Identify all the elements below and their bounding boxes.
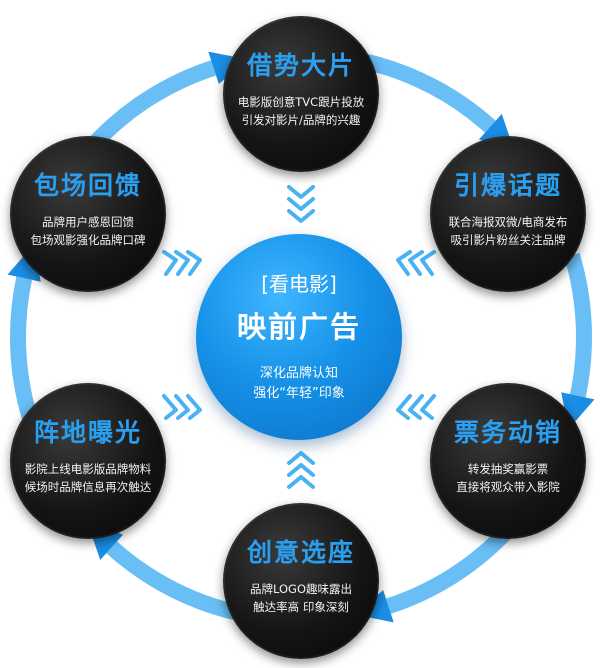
node-title: 借势大片 [246, 51, 355, 80]
node-line-2: 包场观影强化品牌口碑 [30, 233, 146, 247]
node-line-1: 品牌LOGO趣味露出 [249, 582, 352, 596]
node-line-1: 品牌用户感恩回馈 [42, 215, 134, 229]
ring-arrow-body [564, 252, 592, 398]
ring-arrow-body [363, 53, 496, 133]
chevron-left-icon [396, 394, 436, 420]
node-line-2: 引发对影片/品牌的兴趣 [241, 113, 361, 127]
chevron-right-icon [162, 250, 202, 276]
node-title: 包场回馈 [33, 171, 142, 200]
chevron-left-icon [396, 250, 436, 276]
ring-arrow-body [106, 541, 239, 621]
node-title: 票务动销 [453, 418, 562, 447]
node-line-2: 吸引影片粉丝关注品牌 [450, 233, 566, 247]
node-lower-right: 票务动销 转发抽奖赢影票 直接将观众带入影院 [430, 383, 586, 539]
chevron-right-icon [162, 394, 202, 420]
ring-arrow-body [88, 60, 217, 149]
node-line-1: 电影版创意TVC跟片投放 [237, 95, 365, 109]
ring-arrow-body [385, 525, 514, 614]
center-line-1: 深化品牌认知 [259, 366, 338, 381]
node-title: 引爆话题 [453, 171, 562, 200]
node-line-1: 转发抽奖赢影票 [467, 462, 549, 476]
node-line-2: 候场时品牌信息再次触达 [24, 480, 152, 494]
node-line-2: 直接将观众带入影院 [456, 480, 560, 494]
node-upper-right: 引爆话题 联合海报双微/电商发布 吸引影片粉丝关注品牌 [430, 136, 586, 292]
node-line-1: 影院上线电影版品牌物料 [24, 462, 152, 476]
node-title: 创意选座 [246, 538, 355, 567]
node-lower-left: 阵地曝光 影院上线电影版品牌物料 候场时品牌信息再次触达 [10, 383, 166, 539]
node-title: 阵地曝光 [33, 418, 142, 447]
ring-arrow-body [10, 276, 38, 422]
center-line-2: 强化“年轻”印象 [253, 386, 345, 401]
node-bottom: 创意选座 品牌LOGO趣味露出 触达率高 印象深刻 [223, 503, 379, 659]
chevron-up-icon [287, 451, 315, 489]
node-line-2: 触达率高 印象深刻 [253, 600, 349, 614]
node-line-1: 联合海报双微/电商发布 [448, 215, 568, 229]
node-top: 借势大片 电影版创意TVC跟片投放 引发对影片/品牌的兴趣 [223, 16, 379, 172]
center-circle: [看电影] 映前广告 深化品牌认知 强化“年轻”印象 [196, 234, 402, 440]
node-upper-left: 包场回馈 品牌用户感恩回馈 包场观影强化品牌口碑 [10, 136, 166, 292]
chevron-down-icon [287, 185, 315, 223]
center-tag: [看电影] [261, 272, 337, 296]
center-title: 映前广告 [236, 310, 361, 344]
